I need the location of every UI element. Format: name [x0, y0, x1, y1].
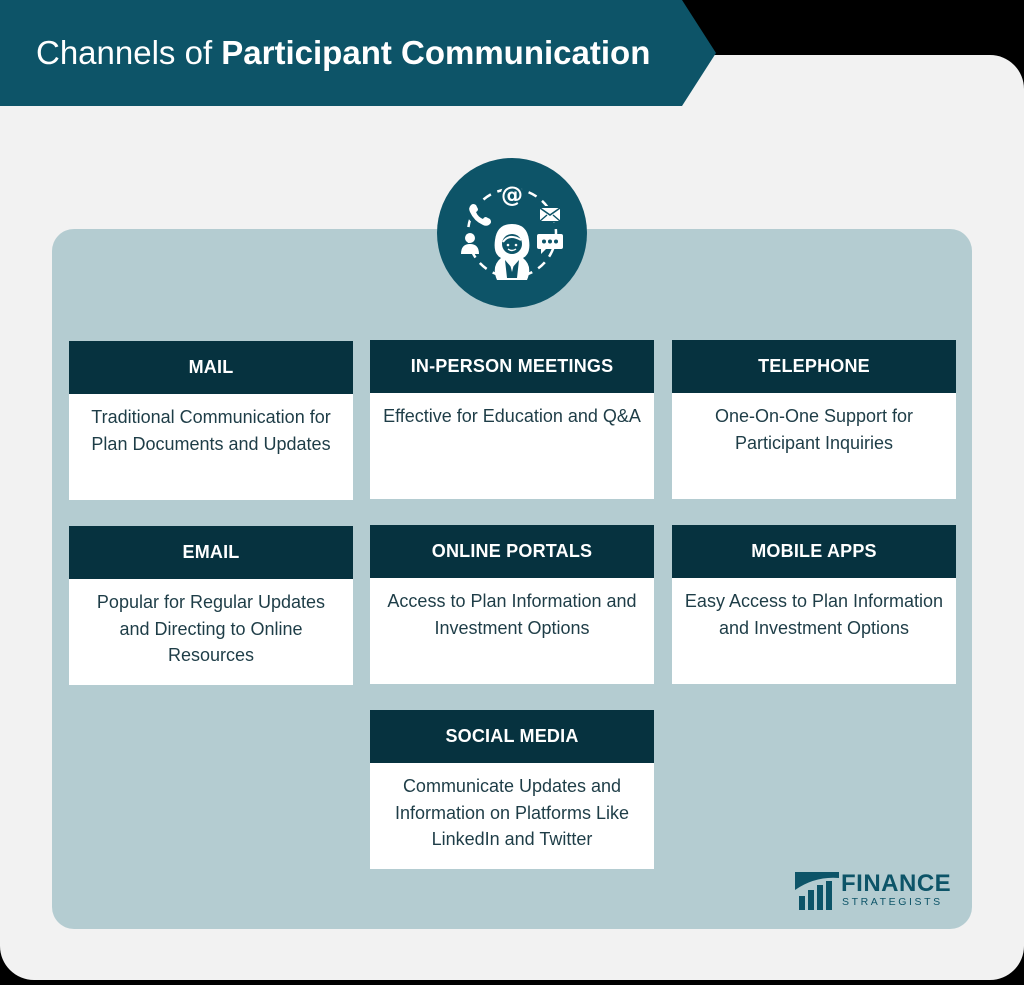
finance-strategists-logo: FINANCE STRATEGISTS	[795, 868, 955, 914]
title-banner	[0, 0, 716, 106]
page-title: Channels of Participant Communication	[36, 34, 650, 72]
title-light: Channels of	[36, 34, 213, 71]
logo-mark-icon	[795, 872, 839, 910]
channel-description: Access to Plan Information and Investmen…	[387, 591, 637, 638]
channel-title: ONLINE PORTALS	[370, 525, 654, 578]
channel-description: Traditional Communication for Plan Docum…	[91, 407, 331, 454]
channel-title: EMAIL	[69, 526, 353, 579]
channel-card-email: EMAIL Popular for Regular Updates and Di…	[69, 526, 353, 685]
logo-tagline: STRATEGISTS	[842, 896, 943, 908]
channel-card-in-person-meetings: IN-PERSON MEETINGS Effective for Educati…	[370, 340, 654, 499]
channel-description: Communicate Updates and Information on P…	[394, 776, 630, 849]
channel-title: IN-PERSON MEETINGS	[370, 340, 654, 393]
channel-description: Popular for Regular Updates and Directin…	[96, 592, 326, 665]
channel-description: Easy Access to Plan Information and Inve…	[684, 591, 944, 638]
communication-channels-icon: @	[437, 158, 587, 308]
channel-card-telephone: TELEPHONE One-On-One Support for Partici…	[672, 340, 956, 499]
channel-description: Effective for Education and Q&A	[383, 406, 641, 426]
channel-card-mobile-apps: MOBILE APPS Easy Access to Plan Informat…	[672, 525, 956, 684]
channel-card-online-portals: ONLINE PORTALS Access to Plan Informatio…	[370, 525, 654, 684]
channel-description: One-On-One Support for Participant Inqui…	[714, 406, 914, 453]
svg-text:@: @	[501, 183, 523, 208]
channel-title: SOCIAL MEDIA	[370, 710, 654, 763]
logo-name: FINANCE	[841, 870, 952, 897]
channel-title: TELEPHONE	[672, 340, 956, 393]
channel-card-social-media: SOCIAL MEDIA Communicate Updates and Inf…	[370, 710, 654, 869]
channel-card-mail: MAIL Traditional Communication for Plan …	[69, 341, 353, 500]
channel-title: MAIL	[69, 341, 353, 394]
title-bold: Participant Communication	[221, 34, 651, 71]
channel-title: MOBILE APPS	[672, 525, 956, 578]
